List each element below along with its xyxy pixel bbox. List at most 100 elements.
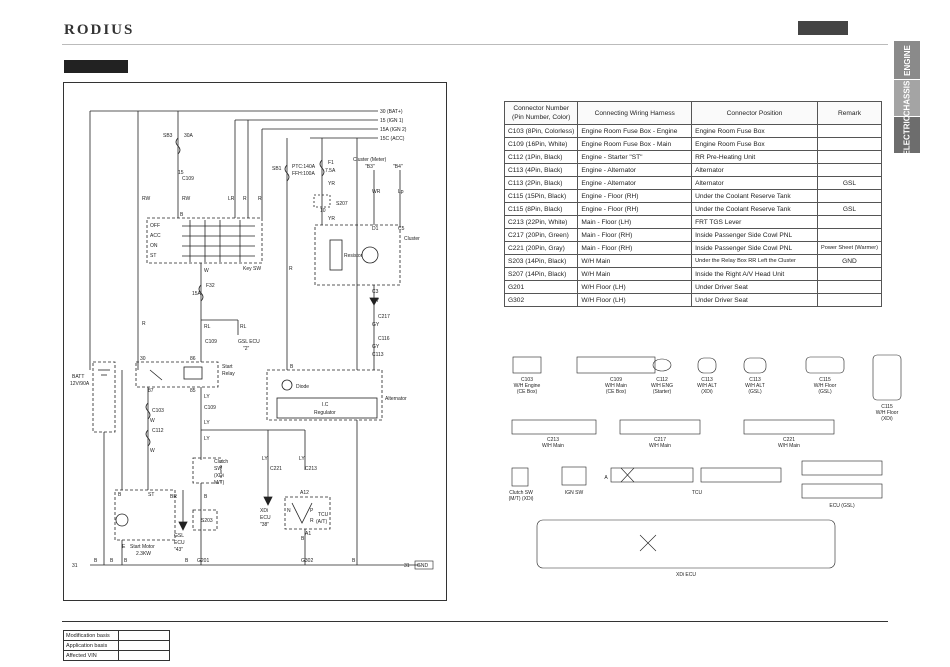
- wire-r-3: R: [289, 266, 293, 272]
- alternator-diode: Diode: [296, 384, 309, 390]
- cell-connector: C103 (8Pin, Colorless): [503, 124, 579, 138]
- rail-15c-label: 15C (ACC): [380, 136, 405, 142]
- keysw-pos-acc: ACC: [150, 233, 161, 239]
- pin-85: 85: [190, 388, 196, 394]
- gsl-ecu-top-pin: "2": [243, 346, 250, 352]
- connector-c113: C113: [372, 352, 384, 358]
- pinout-clutch-variant: (M/T) (XDi): [509, 496, 534, 502]
- fuse-sb1-label: SB1: [272, 166, 282, 172]
- wire-rw-1: RW: [142, 196, 151, 202]
- header-connector-position: Connector Position: [691, 101, 818, 125]
- pin-a1: A1: [305, 531, 311, 537]
- footer-rule: [62, 621, 888, 622]
- pinout-c217-label: C217: [654, 437, 666, 443]
- gsl-ecu-label-2: ECU: [174, 540, 185, 546]
- wire-lr: LR: [228, 196, 235, 202]
- wire-rl-1: RL: [204, 324, 211, 330]
- pin-86: 86: [190, 356, 196, 362]
- pinout-c109-label: C109: [610, 377, 622, 383]
- clutch-sw-label-3: (XDi: [214, 473, 224, 479]
- wire-b-2: B: [110, 558, 114, 564]
- xdi-ecu-label-2: ECU: [260, 515, 271, 521]
- pin-r: R: [310, 518, 314, 524]
- pinout-c113-gsl-location: (GSL): [748, 389, 762, 395]
- table-row: C217 (20Pin, Green)Main - Floor (RH)Insi…: [503, 228, 883, 242]
- pin-p: P: [310, 508, 314, 514]
- cell-connector: G302: [503, 293, 579, 307]
- wire-br: BR: [170, 494, 177, 500]
- pin-a12: A12: [300, 490, 309, 496]
- pinout-c115-xdi-location: (XDi): [881, 416, 893, 422]
- pinout-c113-xdi-harness: W/H ALT: [697, 383, 717, 389]
- cluster-resistor: Resistor: [344, 253, 363, 259]
- ground-gnd-badge: GND: [417, 563, 429, 569]
- pinout-c115-gsl-location: (GSL): [818, 389, 832, 395]
- connector-c109-bottom: C109: [204, 405, 216, 411]
- wire-b-5: B: [204, 494, 208, 500]
- fuse-f1-amp: 7.5A: [325, 168, 336, 174]
- alternator-ic: I.C: [322, 402, 329, 408]
- wiring-diagram-frame: [63, 82, 447, 601]
- pinout-c112-harness: W/H ENG: [651, 383, 673, 389]
- pin-st: ST: [148, 492, 154, 498]
- wire-r-1: R: [243, 196, 247, 202]
- wire-ly-2: LY: [204, 420, 210, 426]
- keysw-pos-st: ST: [150, 253, 156, 259]
- wire-b-8: B: [352, 558, 356, 564]
- fuse-sb3-amp: 30A: [184, 133, 194, 139]
- pinout-c221-harness: W/H Main: [778, 443, 800, 449]
- pinout-c109-harness: W/H Main: [605, 383, 627, 389]
- relay-label-2: Relay: [222, 371, 235, 377]
- footer-value: [118, 640, 170, 651]
- tcu-label-2: (A/T): [316, 519, 327, 525]
- start-motor-power: 2.3KW: [136, 551, 151, 557]
- pinout-clutch-label: Clutch SW: [509, 490, 533, 496]
- connector-s203: S203: [201, 518, 213, 524]
- fuse-f1-label: F1: [328, 160, 334, 166]
- pin-n: N: [287, 508, 291, 514]
- wire-r-2: R: [258, 196, 262, 202]
- keysw-pos-on: ON: [150, 243, 158, 249]
- footer-value: [118, 650, 170, 661]
- fuse-sb3-label: SB3: [163, 133, 173, 139]
- wire-ly-1: LY: [204, 394, 210, 400]
- pin-keysw-b: B: [180, 212, 184, 218]
- fuse-sb1-rating2: FFH:100A: [292, 171, 315, 177]
- pinout-c113-xdi-location: (XDi): [701, 389, 713, 395]
- table-row: C115 (15Pin, Black)Engine - Floor (RH)Un…: [503, 189, 883, 203]
- pinout-c103-location: (CE Box): [517, 389, 538, 395]
- sidebar-tab-engine[interactable]: ENGINE: [894, 41, 920, 79]
- tcu-label-1: TCU: [318, 512, 329, 518]
- relay-label-1: Start: [222, 364, 233, 370]
- connector-c213: C213: [305, 466, 317, 472]
- clutch-sw-label-1: Clutch: [214, 459, 228, 465]
- pin-d1: D1: [372, 226, 379, 232]
- header-remark: Remark: [816, 101, 883, 125]
- pin-c5: C5: [398, 226, 405, 232]
- cluster-b3: "B3": [365, 164, 375, 170]
- wire-gy-1: GY: [372, 298, 380, 304]
- table-row: C112 (1Pin, Black)Engine - Starter "ST"R…: [503, 150, 883, 164]
- pinout-c113-gsl-harness: W/H ALT: [745, 383, 765, 389]
- clutch-sw-label-4: M/T): [214, 480, 225, 486]
- ground-31-right: 31: [404, 563, 410, 569]
- start-motor-label: Start Motor: [130, 544, 155, 550]
- cell-harness: W/H Floor (LH): [577, 293, 693, 307]
- sidebar-tab-chassis[interactable]: CHASSIS: [894, 80, 920, 116]
- footer-revision-table: Modification basis Application basis Aff…: [63, 630, 170, 661]
- pinout-c113-gsl-label: C113: [749, 377, 761, 383]
- header-rule: [62, 44, 888, 45]
- sidebar-tab-electric[interactable]: ELECTRIC: [894, 115, 920, 155]
- battery-label-1: BATT: [72, 374, 84, 380]
- battery-label-2: 12V/90A: [70, 381, 90, 387]
- table-row: Modification basis: [63, 630, 170, 641]
- pinout-tcu-side-a: A: [604, 475, 608, 481]
- clutch-sw-label-2: SW: [214, 466, 222, 472]
- xdi-ecu-label-3: "38": [260, 522, 269, 528]
- table-row: C115 (8Pin, Black)Engine - Floor (RH)Und…: [503, 202, 883, 216]
- connector-table: Connector Number (Pin Number, Color) Con…: [503, 101, 883, 307]
- rail-15-label: 15 (IGN 1): [380, 118, 404, 124]
